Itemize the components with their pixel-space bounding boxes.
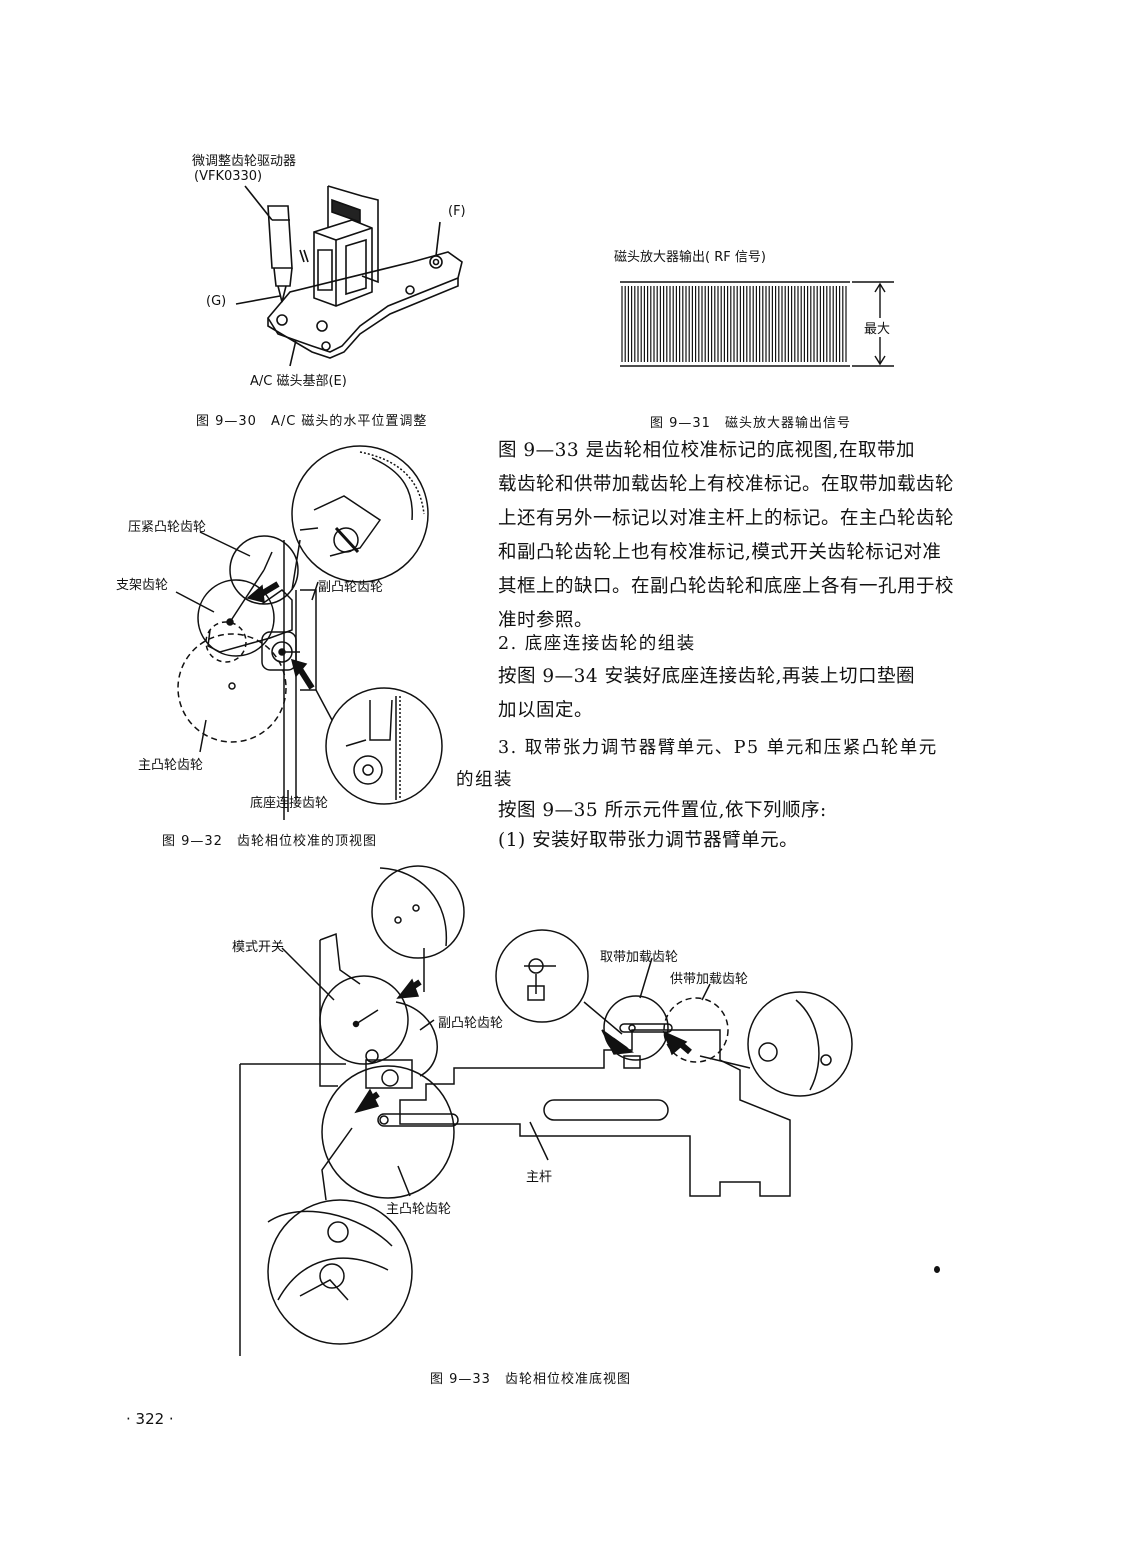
label-f: (F) [448, 204, 466, 219]
mode-switch-label: 模式开关 [232, 940, 285, 955]
text-line: 按图 9—35 所示元件置位,依下列顺序: [498, 800, 827, 821]
text-line: 图 9—33 是齿轮相位校准标记的底视图,在取带加 [498, 440, 915, 461]
text-line: 和副凸轮齿轮上也有校准标记,模式开关齿轮标记对准 [498, 542, 942, 563]
sub-cam-gear-label: 副凸轮齿轮 [318, 580, 384, 595]
driver-code-label: (VFK0330) [194, 169, 263, 184]
main-lever-label: 主杆 [526, 1170, 553, 1185]
base-connect-gear-label: 底座连接齿轮 [250, 796, 329, 811]
rf-signal-title: 磁头放大器输出( RF 信号) [614, 250, 766, 265]
sub-cam-gear-label: 副凸轮齿轮 [438, 1016, 504, 1031]
section-heading-2: 2. 底座连接齿轮的组装 [498, 634, 696, 654]
text-line: 按图 9—34 安装好底座连接齿轮,再装上切口垫圈 [498, 666, 915, 687]
main-cam-gear-label: 主凸轮齿轮 [386, 1202, 452, 1217]
max-label: 最大 [862, 318, 893, 337]
pinch-cam-gear-label: 压紧凸轮齿轮 [128, 520, 207, 535]
text-line: 其框上的缺口。在副凸轮齿轮和底座上各有一孔用于校 [498, 576, 955, 597]
text-line: 准时参照。 [498, 610, 594, 631]
head-base-label: A/C 磁头基部(E) [250, 374, 347, 389]
text-line: 加以固定。 [498, 700, 594, 721]
driver-label: 微调整齿轮驱动器 [192, 154, 297, 169]
text-line: 上还有另外一标记以对准主杆上的标记。在主凸轮齿轮 [498, 508, 955, 529]
ink-speck [934, 1266, 940, 1273]
takeup-loading-gear-label: 取带加载齿轮 [600, 950, 679, 965]
support-gear-label: 支架齿轮 [116, 578, 169, 593]
paragraph-base-gear: 按图 9—34 安装好底座连接齿轮,再装上切口垫圈 加以固定。 [498, 660, 976, 728]
figure-9-30-caption: 图 9—30 A/C 磁头的水平位置调整 [196, 414, 428, 429]
main-cam-gear-label: 主凸轮齿轮 [138, 758, 204, 773]
supply-loading-gear-label: 供带加载齿轮 [670, 972, 749, 987]
paragraph-sequence: 按图 9—35 所示元件置位,依下列顺序: [498, 794, 976, 828]
figure-9-31-caption: 图 9—31 磁头放大器输出信号 [650, 416, 851, 431]
section-heading-3: 3. 取带张力调节器臂单元、P5 单元和压紧凸轮单元 [498, 738, 938, 758]
section-heading-3-cont: 的组装 [456, 770, 513, 790]
figure-9-33-caption: 图 9—33 齿轮相位校准底视图 [430, 1372, 631, 1387]
paragraph-step-1: (1) 安装好取带张力调节器臂单元。 [498, 824, 976, 858]
label-g: (G) [206, 294, 227, 309]
text-line: 载齿轮和供带加载齿轮上有校准标记。在取带加载齿轮 [498, 474, 955, 495]
text-line: (1) 安装好取带张力调节器臂单元。 [498, 830, 799, 851]
page-number: · 322 · [126, 1410, 174, 1428]
figure-9-32-caption: 图 9—32 齿轮相位校准的顶视图 [162, 834, 377, 849]
paragraph-gear-calibration: 图 9—33 是齿轮相位校准标记的底视图,在取带加 载齿轮和供带加载齿轮上有校准… [498, 434, 976, 638]
